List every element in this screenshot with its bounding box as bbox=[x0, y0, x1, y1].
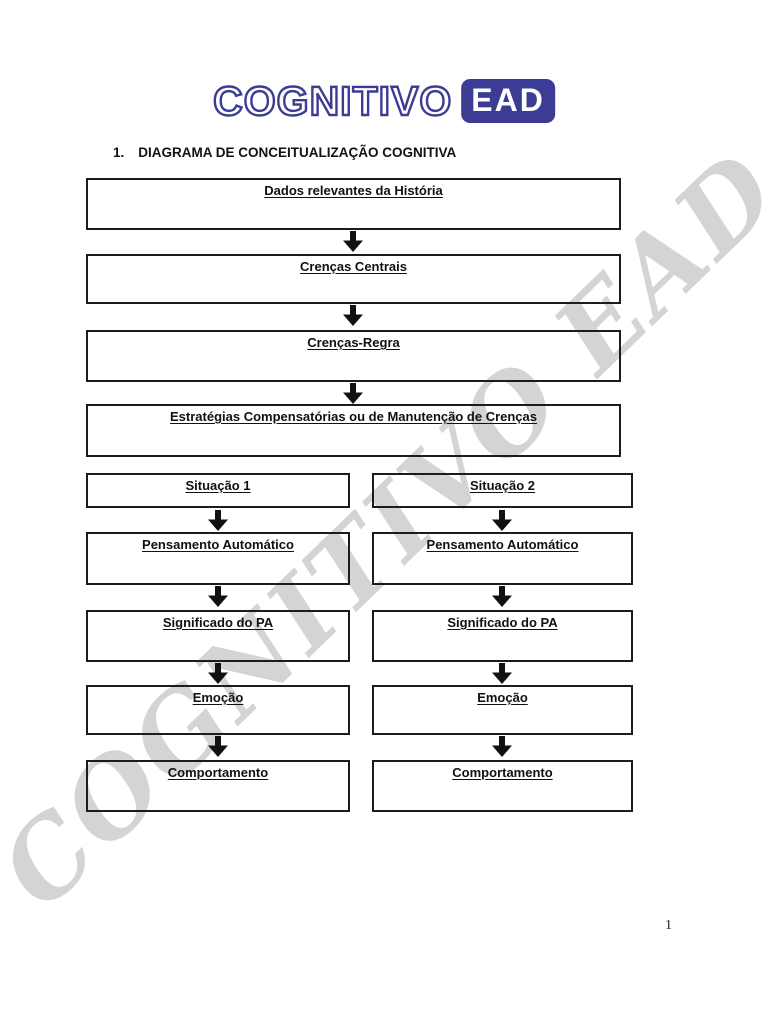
box-situacao-2: Situação 2 bbox=[372, 473, 633, 508]
down-arrow-icon bbox=[491, 510, 513, 531]
box-significado-pa-1: Significado do PA bbox=[86, 610, 350, 662]
box-comportamento-1: Comportamento bbox=[86, 760, 350, 812]
logo-badge: EAD bbox=[461, 79, 555, 123]
box-label: Pensamento Automático bbox=[426, 537, 579, 552]
heading-number: 1. bbox=[113, 145, 125, 160]
heading-title: DIAGRAMA DE CONCEITUALIZAÇÃO COGNITIVA bbox=[138, 145, 457, 160]
box-pensamento-automatico-2: Pensamento Automático bbox=[372, 532, 633, 585]
down-arrow-icon bbox=[491, 663, 513, 684]
box-label: Crenças Centrais bbox=[300, 259, 407, 274]
box-crencas-regra: Crenças-Regra bbox=[86, 330, 621, 382]
box-estrategias-compensatorias: Estratégias Compensatórias ou de Manuten… bbox=[86, 404, 621, 457]
down-arrow-icon bbox=[207, 510, 229, 531]
box-label: Estratégias Compensatórias ou de Manuten… bbox=[170, 409, 537, 424]
down-arrow-icon bbox=[342, 231, 364, 252]
box-label: Crenças-Regra bbox=[307, 335, 400, 350]
down-arrow-icon bbox=[342, 305, 364, 326]
section-heading: 1. DIAGRAMA DE CONCEITUALIZAÇÃO COGNITIVA bbox=[113, 145, 456, 160]
page-number: 1 bbox=[665, 918, 672, 933]
box-dados-relevantes: Dados relevantes da História bbox=[86, 178, 621, 230]
box-emocao-2: Emoção bbox=[372, 685, 633, 735]
box-label: Situação 2 bbox=[469, 478, 536, 493]
box-crencas-centrais: Crenças Centrais bbox=[86, 254, 621, 304]
box-label: Comportamento bbox=[167, 765, 269, 780]
box-label: Emoção bbox=[477, 690, 528, 705]
box-comportamento-2: Comportamento bbox=[372, 760, 633, 812]
box-pensamento-automatico-1: Pensamento Automático bbox=[86, 532, 350, 585]
logo-brand-text: COGNITIVO bbox=[212, 77, 453, 124]
down-arrow-icon bbox=[207, 736, 229, 757]
box-label: Significado do PA bbox=[447, 615, 558, 630]
box-label: Pensamento Automático bbox=[142, 537, 294, 552]
box-situacao-1: Situação 1 bbox=[86, 473, 350, 508]
box-label: Comportamento bbox=[452, 765, 553, 780]
down-arrow-icon bbox=[207, 663, 229, 684]
logo: COGNITIVO EAD bbox=[212, 77, 555, 124]
down-arrow-icon bbox=[491, 736, 513, 757]
box-label: Situação 1 bbox=[185, 478, 251, 493]
down-arrow-icon bbox=[342, 383, 364, 404]
box-label: Significado do PA bbox=[162, 615, 274, 630]
down-arrow-icon bbox=[491, 586, 513, 607]
box-significado-pa-2: Significado do PA bbox=[372, 610, 633, 662]
box-label: Dados relevantes da História bbox=[264, 183, 443, 198]
down-arrow-icon bbox=[207, 586, 229, 607]
box-emocao-1: Emoção bbox=[86, 685, 350, 735]
box-label: Emoção bbox=[192, 690, 244, 705]
